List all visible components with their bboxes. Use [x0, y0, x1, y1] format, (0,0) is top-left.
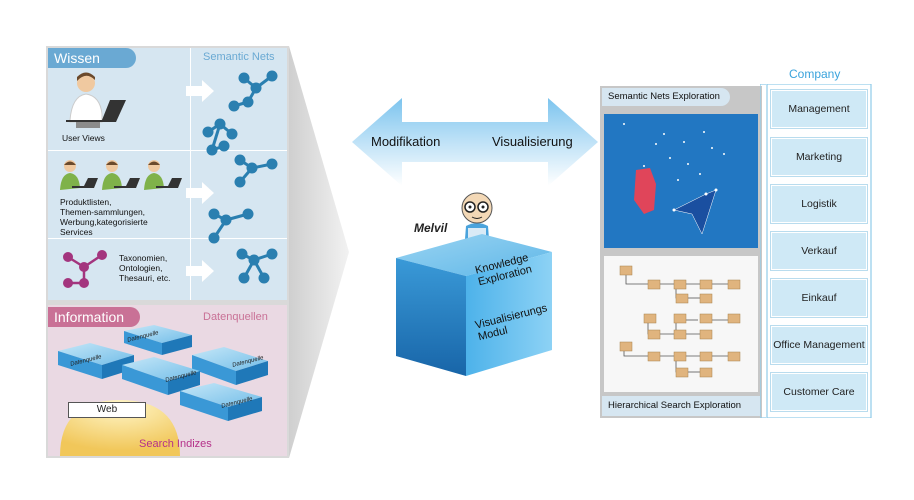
company-item-verkauf: Verkauf — [771, 232, 867, 270]
double-arrow-icon — [352, 98, 598, 186]
wissen-tab: Wissen — [48, 48, 136, 68]
semantic-exploration-tab: Semantic Nets Exploration — [602, 88, 730, 106]
knowledge-cube — [396, 234, 552, 376]
arrow-right-icon — [186, 80, 214, 102]
produkt-line: Themen-sammlungen, — [60, 207, 146, 217]
modifikation-label: Modifikation — [371, 134, 441, 149]
divider — [48, 150, 287, 151]
produkt-line: Services — [60, 227, 93, 237]
datenquellen-blocks — [58, 325, 268, 421]
taxonomy-line: Taxonomien, — [119, 253, 168, 263]
arrow-right-icon — [186, 182, 214, 204]
taxonomy-line: Ontologien, — [119, 263, 163, 273]
taxonomy-line: Thesauri, etc. — [119, 273, 171, 283]
web-box: Web — [68, 402, 146, 418]
company-item-einkauf: Einkauf — [771, 279, 867, 317]
company-item-office-management: Office Management — [771, 326, 867, 364]
chevron-shape — [289, 46, 349, 458]
datenquellen-label: Datenquellen — [203, 311, 268, 323]
produkt-line: Werbung,kategorisierte — [60, 217, 148, 227]
company-item-management: Management — [771, 90, 867, 128]
wissen-title: Wissen — [54, 50, 100, 66]
company-item-logistik: Logistik — [771, 185, 867, 223]
user-views-label: User Views — [62, 133, 105, 143]
semantic-net-map — [604, 114, 758, 248]
produkt-text: Produktlisten, Themen-sammlungen, Werbun… — [60, 197, 148, 237]
company-item-customer-care: Customer Care — [771, 373, 867, 411]
melvil-label: Melvil — [414, 221, 448, 235]
semantic-nets-graphic — [202, 70, 278, 284]
user-group-icon — [60, 160, 182, 190]
visualisierung-label: Visualisierung — [492, 134, 573, 149]
semantic-nets-label: Semantic Nets — [203, 51, 275, 63]
company-title: Company — [789, 67, 841, 81]
company-bracket — [760, 84, 872, 418]
divider — [48, 238, 287, 239]
arrow-right-icon — [186, 260, 214, 282]
hierarchical-tree — [604, 256, 758, 392]
search-indizes-label: Search Indizes — [139, 438, 212, 450]
hierarchical-exploration-title: Hierarchical Search Exploration — [608, 400, 742, 411]
information-tab: Information — [48, 307, 140, 327]
information-title: Information — [54, 309, 125, 325]
produkt-line: Produktlisten, — [60, 197, 112, 207]
semantic-exploration-title: Semantic Nets Exploration — [608, 91, 720, 102]
taxonomy-text: Taxonomien, Ontologien, Thesauri, etc. — [119, 253, 171, 283]
column-divider — [190, 48, 191, 300]
user-laptop-icon — [66, 72, 126, 128]
hierarchical-exploration-tab: Hierarchical Search Exploration — [602, 396, 760, 416]
taxonomy-network-icon — [63, 250, 107, 288]
company-item-marketing: Marketing — [771, 138, 867, 176]
